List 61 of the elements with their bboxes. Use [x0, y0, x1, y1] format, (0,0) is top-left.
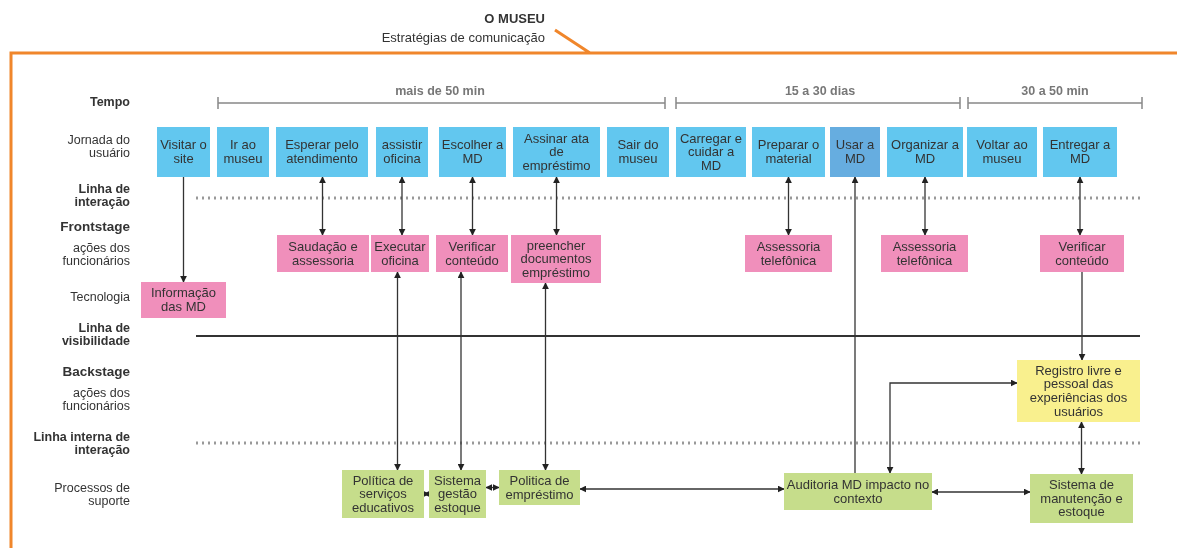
- arrow: [457, 271, 465, 471]
- arrow: [469, 176, 476, 236]
- arrow: [394, 271, 401, 471]
- time-span-label: 15 a 30 dias: [783, 85, 857, 99]
- time-span-label: 30 a 50 min: [1020, 85, 1090, 99]
- user-step-box: Organizar a MD: [887, 127, 963, 177]
- support-process-box: Política de serviços educativos: [342, 470, 424, 518]
- arrow: [180, 176, 187, 283]
- staff-action-box: Assessoria telefônica: [745, 235, 832, 272]
- arrow: [886, 379, 1018, 474]
- user-step-box: Entregar a MD: [1043, 127, 1117, 177]
- staff-action-box: Assessoria telefônica: [881, 235, 968, 272]
- arrow: [1078, 421, 1085, 475]
- staff-action-box: Informação das MD: [141, 282, 226, 318]
- arrow: [485, 484, 500, 491]
- arrow: [931, 488, 1031, 496]
- staff-action-box: Saudação e assessoria: [277, 235, 369, 272]
- lane-label: Tecnologia: [69, 291, 130, 305]
- user-step-box: assistir oficina: [376, 127, 428, 177]
- arrow: [398, 176, 406, 236]
- user-step-box: Usar a MD: [830, 127, 880, 177]
- arrow: [785, 176, 792, 236]
- lane-divider-label: Linha de interação: [73, 183, 130, 210]
- user-step-box: Preparar o material: [752, 127, 825, 177]
- lane-heading: Frontstage: [59, 220, 130, 235]
- user-step-box: Visitar o site: [157, 127, 210, 177]
- arrow: [542, 282, 549, 471]
- lane-label: Jornada do usuário: [66, 134, 130, 161]
- arrow: [319, 176, 326, 236]
- lane-label: Processos de suporte: [53, 482, 130, 509]
- user-step-box: Voltar ao museu: [967, 127, 1037, 177]
- staff-action-box: Verificar conteúdo: [1040, 235, 1124, 272]
- user-step-box: Ir ao museu: [217, 127, 269, 177]
- lane-divider-label: Tempo: [88, 96, 130, 110]
- user-step-box: Escolher a MD: [439, 127, 506, 177]
- time-span-label: mais de 50 min: [394, 85, 486, 99]
- lane-divider-label: Linha de visibilidade: [60, 322, 130, 349]
- title: O MUSEU: [483, 12, 545, 26]
- staff-action-box: Executar oficina: [371, 235, 429, 272]
- user-step-box: Assinar ata de empréstimo: [513, 127, 600, 177]
- arrow: [579, 485, 785, 493]
- arrow: [1076, 176, 1084, 236]
- support-process-box: Sistema de manutenção e estoque: [1030, 474, 1133, 523]
- staff-action-box: preencher documentos empréstimo: [511, 235, 601, 283]
- lane-heading: Backstage: [61, 365, 130, 380]
- arrow: [1078, 271, 1086, 361]
- support-process-box: Sistema gestão estoque: [429, 470, 486, 518]
- user-step-box: Sair do museu: [607, 127, 669, 177]
- arrow: [851, 176, 859, 474]
- arrow: [921, 176, 929, 236]
- support-process-box: Politica de empréstimo: [499, 470, 580, 505]
- backstage-action-box: Registro livre e pessoal das experiências dos usuários: [1017, 360, 1140, 422]
- user-step-box: Esperar pelo atendimento: [276, 127, 368, 177]
- arrow: [553, 176, 560, 236]
- lane-divider-label: Linha interna de interação: [32, 431, 130, 458]
- lane-label: ações dos funcionários: [61, 242, 130, 269]
- subtitle: Estratégias de comunicação: [380, 31, 545, 45]
- user-step-box: Carregar e cuidar a MD: [676, 127, 746, 177]
- staff-action-box: Verificar conteúdo: [436, 235, 508, 272]
- lane-label: ações dos funcionários: [61, 387, 130, 414]
- support-process-box: Auditoria MD impacto no contexto: [784, 473, 932, 510]
